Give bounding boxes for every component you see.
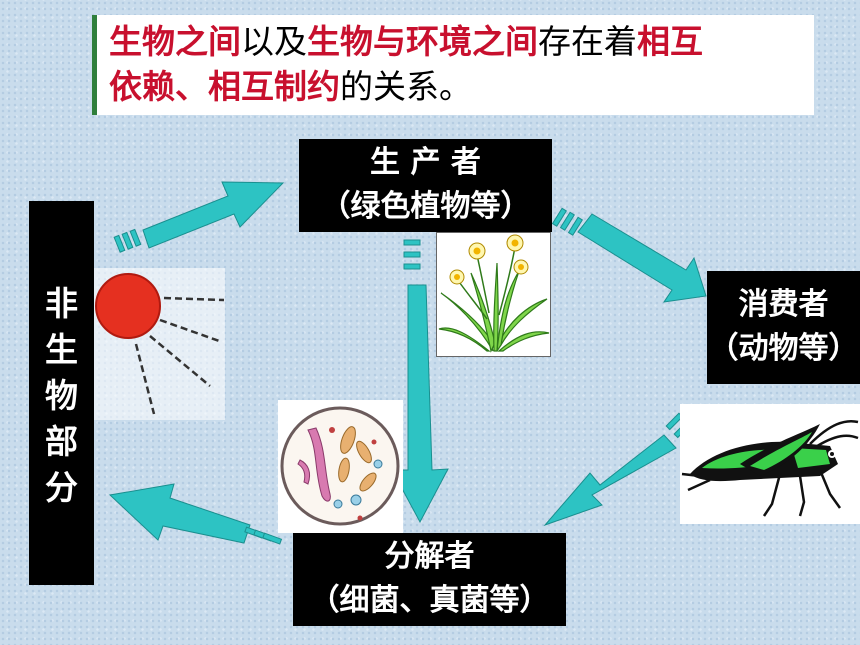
abiotic-char: 部: [45, 422, 78, 461]
grasshopper-icon: [680, 404, 860, 524]
banner-highlight-3: 相互: [637, 22, 703, 61]
arrow-producer-to-decomposer: [391, 239, 449, 524]
consumer-title: 消费者: [738, 287, 829, 322]
consumer-box: 消费者 （动物等）: [707, 271, 860, 384]
arrow-producer-to-consumer: [551, 207, 707, 303]
banner-text-1: 以及: [241, 22, 307, 61]
decomposer-title: 分解者: [384, 539, 475, 574]
banner-highlight-4: 依赖、相互制约: [109, 67, 340, 106]
arrow-decomposer-to-abiotic: [108, 483, 283, 545]
banner-text-3: 的关系。: [340, 67, 472, 106]
banner-highlight-2: 生物与环境之间: [307, 22, 538, 61]
producer-box: 生 产 者 （绿色植物等）: [299, 139, 552, 232]
daffodil-icon: [436, 232, 551, 357]
decomposer-subtitle: （细菌、真菌等）: [309, 583, 550, 618]
sun-icon: [94, 268, 225, 420]
producer-subtitle: （绿色植物等）: [320, 189, 531, 224]
banner-highlight-1: 生物之间: [109, 22, 241, 61]
abiotic-char: 生: [45, 330, 78, 369]
consumer-subtitle: （动物等）: [708, 331, 859, 366]
abiotic-char: 分: [45, 468, 78, 507]
microbe-icon: [278, 400, 403, 533]
arrow-abiotic-to-producer: [113, 181, 285, 253]
banner-text-2: 存在着: [538, 22, 637, 61]
summary-banner: 生物之间以及生物与环境之间存在着相互依赖、相互制约的关系。: [92, 15, 814, 115]
abiotic-char: 物: [45, 376, 78, 415]
arrow-consumer-to-decomposer: [543, 412, 700, 527]
abiotic-char: 非: [45, 284, 78, 323]
producer-title: 生 产 者: [370, 145, 481, 180]
abiotic-component-box: 非 生 物 部 分: [29, 201, 94, 585]
decomposer-box: 分解者 （细菌、真菌等）: [293, 533, 566, 626]
